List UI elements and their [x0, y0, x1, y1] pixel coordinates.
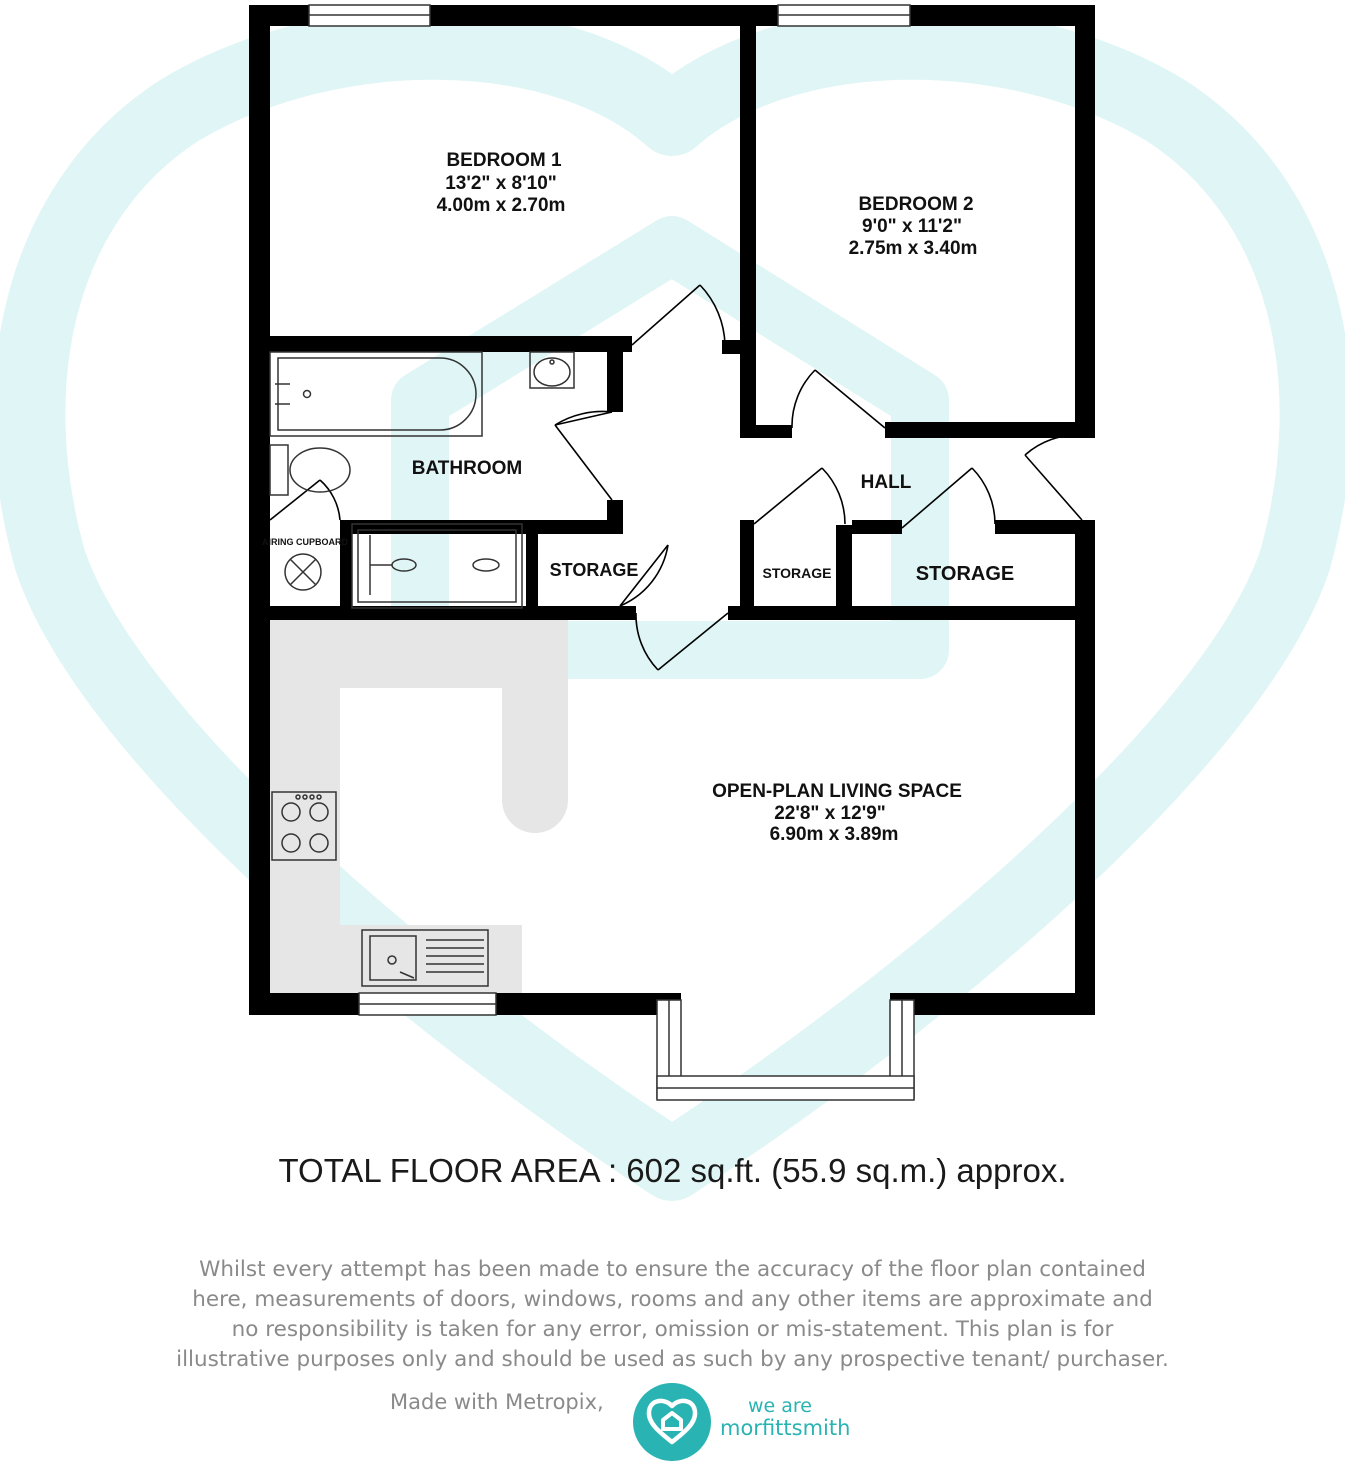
disclaimer-line: no responsibility is taken for any error…	[231, 1317, 1114, 1342]
bathroom-name: BATHROOM	[412, 458, 522, 479]
bedroom1-metric: 4.00m x 2.70m	[437, 195, 566, 216]
storage-mid-name: STORAGE	[763, 565, 832, 581]
room-labels: BEDROOM 1 13'2" x 8'10" 4.00m x 2.70m BE…	[262, 150, 1014, 845]
brand-logo-icon	[633, 1383, 711, 1461]
windows	[308, 4, 915, 1101]
door-entrance	[1024, 434, 1083, 521]
toilet	[269, 444, 351, 496]
living-name: OPEN-PLAN LIVING SPACE	[712, 781, 962, 802]
living-imperial: 22'8" x 12'9"	[774, 803, 886, 824]
bathtub	[269, 351, 483, 437]
bedroom2-name: BEDROOM 2	[858, 194, 973, 215]
hob	[271, 791, 337, 861]
brand-line1: we are	[748, 1395, 812, 1417]
watermark-logo	[0, 7, 1345, 1201]
door-airing	[269, 479, 341, 521]
basin	[529, 351, 575, 389]
shower	[351, 523, 523, 609]
total-floor-area: TOTAL FLOOR AREA : 602 sq.ft. (55.9 sq.m…	[278, 1152, 1067, 1189]
disclaimer-line: illustrative purposes only and should be…	[176, 1347, 1169, 1372]
hall-name: HALL	[861, 472, 912, 493]
boiler	[284, 553, 322, 591]
walls	[249, 5, 1095, 1015]
brand-name: we are morfittsmith	[720, 1395, 850, 1439]
disclaimer-line: Whilst every attempt has been made to en…	[199, 1257, 1146, 1282]
brand-line2: morfittsmith	[720, 1416, 851, 1440]
bedroom2-imperial: 9'0" x 11'2"	[862, 216, 962, 237]
storage-right-name: STORAGE	[916, 563, 1015, 585]
storage-left-name: STORAGE	[550, 560, 639, 580]
airing-name: AIRING CUPBOARD	[262, 537, 349, 547]
bedroom1-name: BEDROOM 1	[446, 150, 562, 171]
door-bedroom1	[631, 284, 726, 346]
sink	[361, 929, 489, 987]
living-metric: 6.90m x 3.89m	[770, 824, 899, 845]
disclaimer-line: here, measurements of doors, windows, ro…	[192, 1287, 1153, 1312]
bedroom2-metric: 2.75m x 3.40m	[849, 238, 978, 259]
door-bathroom	[554, 410, 613, 501]
disclaimer: Whilst every attempt has been made to en…	[170, 1255, 1175, 1375]
door-bedroom2	[791, 369, 886, 429]
doors	[269, 284, 1083, 671]
door-storage-right	[901, 467, 996, 529]
kitchen-counter	[270, 620, 568, 993]
made-with-text: Made with Metropix,	[390, 1390, 604, 1414]
door-living	[635, 612, 729, 671]
door-storage-left	[619, 544, 669, 607]
door-storage-mid	[753, 467, 846, 525]
bedroom1-imperial: 13'2" x 8'10"	[445, 173, 557, 194]
